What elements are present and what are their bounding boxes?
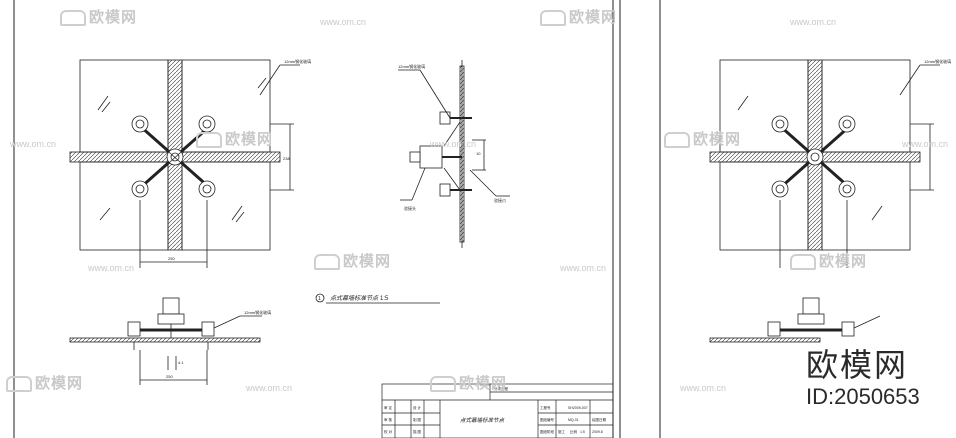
title-block-stage-value: 施工	[558, 429, 566, 434]
bottom-section-view	[69, 297, 262, 385]
title-block-r1-mid: 设 计	[413, 405, 421, 410]
sheet-frame-right	[619, 0, 661, 438]
glass-label-bottom: 12mm钢化玻璃	[244, 309, 271, 315]
glass-label-right: 12mm钢化玻璃	[924, 58, 951, 64]
resource-id-label: ID:2050653	[806, 384, 920, 409]
title-block-r2-mid: 制 图	[413, 417, 421, 422]
bolt-label: 驳接头	[404, 205, 416, 211]
dim-horizontal-label: 250	[168, 256, 175, 261]
dim-vertical-label: 238	[283, 156, 290, 161]
title-block-project-value: SH2009-007	[568, 406, 588, 410]
node-title: 点式幕墙标准节点	[330, 294, 379, 302]
bottom-section-view-right	[709, 297, 881, 343]
bottom-dim-label: 250	[166, 374, 173, 379]
title-block-stage-label: 图纸阶段	[540, 429, 554, 434]
glass-label-top: 12mm钢化玻璃	[284, 58, 311, 64]
title-block-r1-left: 审 定	[384, 405, 392, 410]
node-scale: 1:5	[380, 296, 389, 302]
title-block-scale-label: 比例	[570, 429, 578, 434]
title-block-sub-label: 分项工程	[494, 386, 508, 391]
node-number-circle	[315, 293, 325, 303]
title-block-drawing-no-value: MQ-01	[568, 418, 579, 422]
sheet-frame-left	[13, 0, 614, 438]
title-block-drawing-name: 点式幕墙标准节点	[460, 417, 506, 424]
arm-label: 驳接爪	[494, 197, 506, 203]
side-dim-label: 10	[476, 151, 481, 156]
title-block	[381, 383, 614, 438]
node-number: 1	[318, 296, 321, 302]
title-block-date-value: 2009.8	[592, 430, 603, 434]
elevation-view-left	[69, 59, 300, 268]
title-block-r3-mid: 描 图	[413, 429, 421, 434]
title-block-scale-value: 1:5	[580, 430, 585, 434]
title-block-drawing-no-label: 图纸编号	[540, 417, 554, 422]
side-section-view	[398, 60, 510, 248]
brand-logo-text: 欧模网	[806, 346, 909, 384]
glass-label-side: 12mm钢化玻璃	[398, 63, 425, 69]
title-block-r3-left: 校 对	[384, 429, 392, 434]
title-block-r2-left: 审 核	[384, 417, 392, 422]
title-block-project-label: 工程号	[540, 405, 551, 410]
elevation-view-right	[709, 59, 940, 268]
bottom-small-dim-label: 4.1	[178, 360, 184, 365]
title-block-date-label: 绘图日期	[592, 417, 606, 422]
